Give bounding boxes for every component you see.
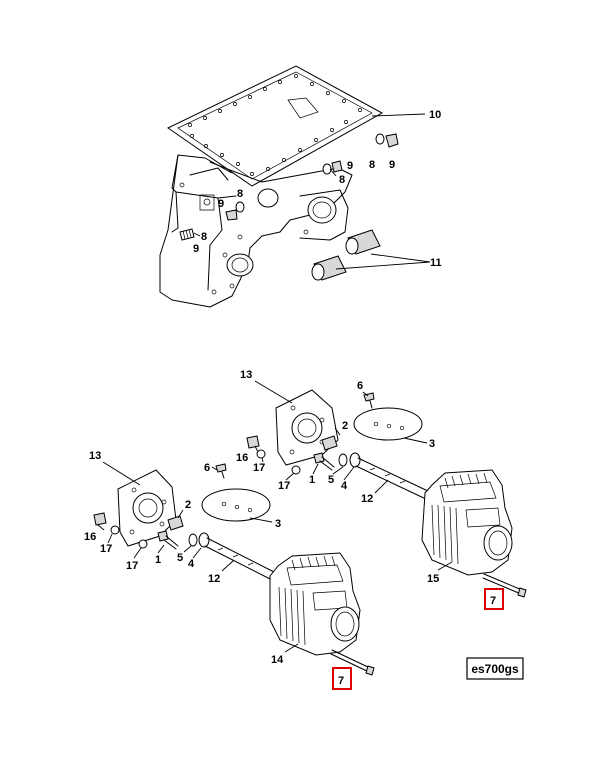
callout-3-a: 3 [429, 438, 435, 450]
right-drive-assembly [246, 389, 527, 598]
highlighted-callouts: 7 7 [332, 588, 504, 690]
transmission-housing [159, 154, 353, 308]
callout-11: 11 [430, 257, 442, 269]
callout-1-b: 1 [155, 554, 161, 566]
callout-17-c: 17 [100, 543, 112, 555]
callout-10: 10 [429, 109, 441, 121]
callout-15: 15 [427, 573, 439, 585]
callout-9-a: 9 [389, 159, 395, 171]
callout-8-c: 8 [237, 188, 243, 200]
callout-13-b: 13 [89, 450, 101, 462]
callout-17-b: 17 [278, 480, 290, 492]
callout-17-a: 17 [253, 462, 265, 474]
callout-8-a: 8 [369, 159, 375, 171]
callout-6-a: 6 [357, 380, 363, 392]
highlight-box-7-a [484, 588, 504, 610]
callout-3-b: 3 [275, 518, 281, 530]
callout-5-a: 5 [328, 474, 334, 486]
callout-12-a: 12 [361, 493, 373, 505]
callout-12-b: 12 [208, 573, 220, 585]
callout-17-d: 17 [126, 560, 138, 572]
bushings [311, 229, 381, 281]
callout-16-b: 16 [84, 531, 96, 543]
callout-7-a: 7 [490, 595, 496, 607]
callout-9-d: 9 [193, 243, 199, 255]
lower-callouts: 13 6 2 3 16 17 17 1 5 4 12 15 13 6 2 3 1… [84, 369, 439, 666]
drawing-code: es700gs [471, 662, 519, 676]
callout-16-a: 16 [236, 452, 248, 464]
drawing-code-box: es700gs [466, 657, 524, 680]
callout-7-b: 7 [338, 675, 344, 687]
top-callouts: 10 8 9 8 9 8 9 8 9 11 [193, 109, 442, 269]
callout-8-b: 8 [339, 174, 345, 186]
callout-1-a: 1 [309, 474, 315, 486]
callout-13-a: 13 [240, 369, 252, 381]
callout-4-b: 4 [188, 558, 195, 570]
callout-6-b: 6 [204, 462, 210, 474]
top-leader-lines [193, 113, 431, 270]
callout-5-b: 5 [177, 552, 183, 564]
callout-2-b: 2 [185, 499, 191, 511]
callout-9-c: 9 [218, 198, 224, 210]
callout-4-a: 4 [341, 480, 348, 492]
plugs-and-washers [179, 133, 399, 241]
lower-leader-lines [97, 380, 453, 653]
highlight-box-7-b [332, 667, 352, 690]
callout-14: 14 [271, 654, 284, 666]
callout-9-b: 9 [347, 160, 353, 172]
left-drive-assembly [93, 463, 375, 676]
callout-2-a: 2 [342, 420, 348, 432]
cover-gasket [167, 65, 384, 187]
callout-8-d: 8 [201, 231, 207, 243]
